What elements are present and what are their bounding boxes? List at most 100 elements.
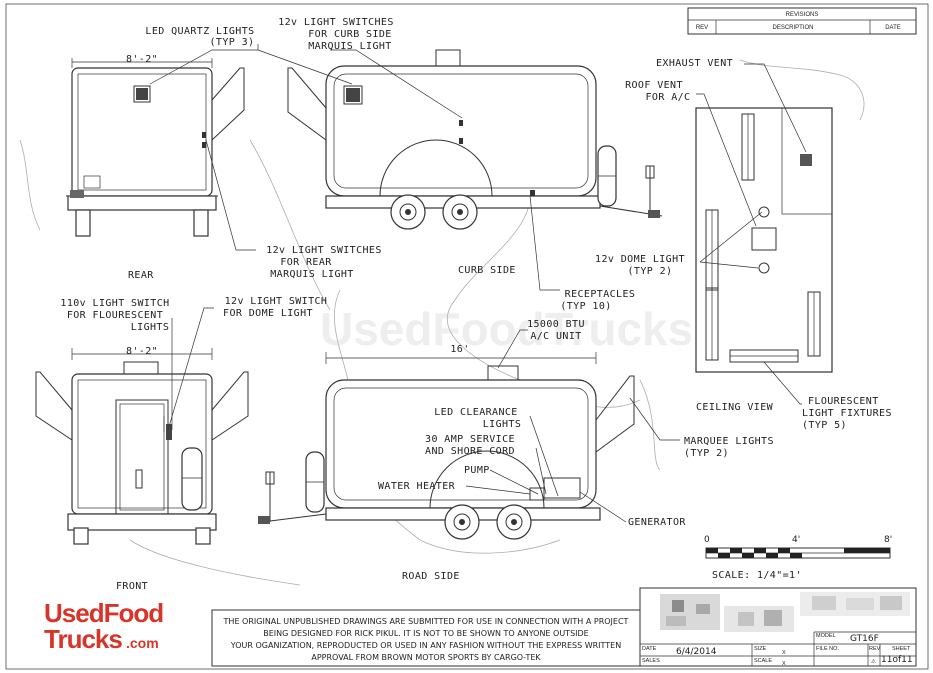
label-fluor-fixtures-1: FLOURESCENT: [808, 396, 879, 407]
revisions-col-description: DESCRIPTION: [772, 25, 813, 31]
front-switch: [166, 424, 172, 440]
notice-line-3: YOUR OGANIZATION, REPRODUCTED OR USED IN…: [230, 641, 621, 650]
title-block: DATE 6/4/2014 SALES SIZE X SCALE X FILE …: [639, 587, 917, 667]
dome-light-1: [758, 206, 770, 218]
label-led-clearance-1: LED CLEARANCE: [434, 407, 517, 418]
tb-scale-value: X: [782, 661, 786, 667]
sheet-border: [5, 3, 929, 670]
brand-line1: UsedFood: [44, 598, 163, 628]
label-roof-vent-2: FOR A/C: [646, 92, 691, 103]
ceiling-view: [695, 107, 833, 373]
label-shore-cord-1: 30 AMP SERVICE: [425, 434, 515, 445]
label-led-clearance-2: LIGHTS: [483, 419, 522, 430]
dome-light-2: [758, 262, 770, 274]
notice-line-2: BEING DESIGNED FOR RICK PIKUL. IT IS NOT…: [263, 629, 588, 638]
scale-tick-4: 4': [792, 535, 800, 545]
label-switches-rear-2: FOR REAR: [280, 257, 332, 268]
dimension-labels: 8'-2" 8'-2" 16': [126, 54, 469, 357]
company-graphic: [660, 592, 910, 632]
label-led-quartz-1: LED QUARTZ LIGHTS: [145, 26, 254, 37]
tb-date-label: DATE: [642, 646, 657, 652]
scale-tick-8: 8': [884, 535, 892, 545]
front-view: [35, 348, 249, 545]
label-receptacles-1: RECEPTACLES: [565, 289, 636, 300]
rear-body: [71, 67, 213, 197]
tb-date-value: 6/4/2014: [676, 647, 717, 657]
dim-front-width: 8'-2": [126, 346, 158, 357]
label-ac-unit-2: A/C UNIT: [530, 331, 581, 342]
label-fluor-fixtures-3: (TYP 5): [802, 420, 847, 431]
label-switch-fluor-2: FOR FLOURESCENT: [67, 310, 163, 321]
label-road-side: ROAD SIDE: [402, 571, 460, 582]
brand-suffix: .com: [126, 635, 159, 651]
label-switches-rear-3: MARQUIS LIGHT: [270, 269, 353, 280]
label-marquee-2: (TYP 2): [684, 448, 729, 459]
notice-line-1: THE ORIGINAL UNPUBLISHED DRAWINGS ARE SU…: [223, 617, 629, 626]
scale-tick-0: 0: [704, 535, 710, 545]
label-switches-rear-1: 12v LIGHT SWITCHES: [266, 245, 382, 256]
scale-label: SCALE: 1/4"=1': [712, 570, 802, 581]
callout-labels: LED QUARTZ LIGHTS (TYP 3) 12v LIGHT SWIT…: [60, 17, 891, 592]
tb-scale-label: SCALE: [754, 658, 772, 664]
label-generator: GENERATOR: [628, 517, 686, 528]
revisions-col-date: DATE: [885, 25, 901, 31]
tb-model-value: GT16F: [850, 634, 879, 644]
label-switch-dome-2: FOR DOME LIGHT: [223, 308, 313, 319]
notice-box: THE ORIGINAL UNPUBLISHED DRAWINGS ARE SU…: [211, 609, 641, 667]
label-pump: PUMP: [464, 465, 490, 476]
brand-logo: UsedFood Trucks .com: [44, 598, 164, 654]
rear-view: [66, 58, 245, 237]
front-propane-tank: [181, 447, 203, 511]
label-switches-curb-3: MARQUIS LIGHT: [308, 41, 391, 52]
revisions-title: REVISIONS: [786, 12, 819, 18]
label-exhaust-vent: EXHAUST VENT: [656, 58, 733, 69]
label-roof-vent-1: ROOF VENT: [625, 80, 683, 91]
label-marquee-1: MARQUEE LIGHTS: [684, 436, 774, 447]
label-rear: REAR: [128, 270, 154, 281]
tb-model-label: MODEL: [816, 633, 836, 639]
curb-ac-unit: [435, 49, 461, 69]
label-shore-cord-2: AND SHORE CORD: [425, 446, 515, 457]
notice-line-4: APPROVAL FROM BROWN MOTOR SPORTS BY CARG…: [311, 653, 541, 662]
tb-sales-label: SALES: [642, 658, 660, 664]
label-led-quartz-2: (TYP 3): [210, 37, 255, 48]
revisions-block: REVISIONS REV DESCRIPTION DATE: [687, 7, 917, 35]
label-curb-side: CURB SIDE: [458, 265, 516, 276]
label-switch-fluor-3: LIGHTS: [131, 322, 170, 333]
brand-line2: Trucks: [44, 624, 122, 654]
rear-wheel-right: [193, 209, 209, 237]
label-dome-light-2: (TYP 2): [628, 266, 673, 277]
road-side-view: [258, 352, 635, 540]
label-switches-curb-1: 12v LIGHT SWITCHES: [278, 17, 394, 28]
curb-led-light: [343, 85, 363, 105]
label-fluor-fixtures-2: LIGHT FIXTURES: [802, 408, 892, 419]
roof-vent-marker: [751, 227, 777, 251]
exhaust-vent-marker: [800, 154, 812, 166]
rear-wheel-left: [75, 209, 91, 237]
dim-rear-width: 8'-2": [126, 54, 158, 65]
label-ac-unit-1: 15000 BTU: [527, 319, 585, 330]
warning-icon: ⚠: [871, 658, 877, 665]
ceiling-outline: [695, 107, 833, 373]
label-switch-fluor-1: 110v LIGHT SWITCH: [60, 298, 169, 309]
tb-rev-label: REV: [869, 646, 881, 652]
label-water-heater: WATER HEATER: [378, 481, 456, 492]
dim-length: 16': [450, 344, 469, 355]
tb-sheet-value: 11of11: [881, 655, 913, 665]
scale-bar: 0 4' 8' SCALE: 1/4"=1': [704, 535, 892, 581]
revisions-col-rev: REV: [696, 25, 708, 31]
rear-led-light: [133, 85, 151, 103]
label-switches-curb-2: FOR CURB SIDE: [308, 29, 391, 40]
label-receptacles-2: (TYP 10): [560, 301, 611, 312]
curb-body: [325, 65, 597, 197]
label-dome-light-1: 12v DOME LIGHT: [595, 254, 685, 265]
tb-size-value: X: [782, 650, 786, 656]
leader-lines: [149, 44, 807, 523]
label-switch-dome-1: 12v LIGHT SWITCH: [225, 296, 328, 307]
tb-sheet-label: SHEET: [892, 646, 911, 652]
tb-file-label: FILE NO.: [816, 646, 839, 652]
tb-size-label: SIZE: [754, 646, 767, 652]
label-ceiling-view: CEILING VIEW: [696, 402, 774, 413]
label-front: FRONT: [116, 581, 148, 592]
